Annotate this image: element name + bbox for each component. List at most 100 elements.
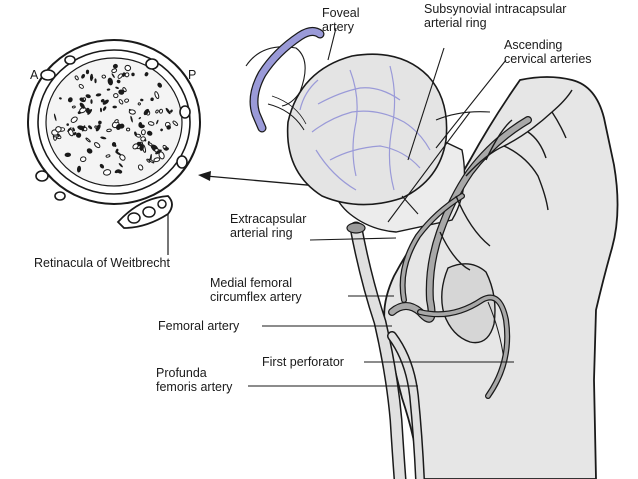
trabecula-mark	[128, 109, 136, 115]
label-femoral-artery: Femoral artery	[158, 319, 240, 333]
trabecula-mark	[100, 99, 105, 103]
trabecula-mark	[52, 134, 60, 138]
trabecula-mark	[76, 165, 82, 173]
trabecula-mark	[67, 127, 72, 132]
trabecula-mark	[172, 120, 179, 126]
trabecula-mark	[111, 68, 118, 74]
trabecula-mark	[106, 88, 111, 91]
trabecula-mark	[140, 129, 146, 136]
retinacular-vessels	[35, 55, 191, 201]
trabecula-mark	[158, 151, 165, 160]
trabecula-mark	[102, 99, 109, 105]
label-profunda-femoris-artery: Profunda femoris artery	[156, 366, 233, 394]
label-extracapsular-arterial-ring: Extracapsular arterial ring	[230, 212, 307, 240]
trabecula-mark	[166, 125, 171, 130]
trabecula-mark	[154, 91, 160, 100]
trabecula-mark	[77, 125, 85, 131]
trabecula-mark	[111, 73, 115, 78]
trabecula-mark	[124, 98, 130, 103]
trabecula-mark	[153, 157, 161, 163]
trabecula-mark	[131, 72, 135, 77]
femur	[245, 46, 619, 479]
trabecula-mark	[78, 83, 84, 89]
trabecula-mark	[85, 94, 91, 99]
trabecula-mark	[118, 99, 124, 105]
trabecula-mark	[72, 127, 75, 132]
trabecula-mark	[64, 152, 71, 158]
trabecula-mark	[126, 127, 131, 132]
trabecula-mark	[95, 93, 102, 97]
trabecula-mark	[106, 128, 112, 133]
trabecula-mark	[81, 73, 86, 79]
trabecula-mark	[85, 69, 90, 75]
trabecula-mark	[116, 123, 122, 130]
trabecula-mark	[71, 105, 76, 109]
trabecula-mark	[111, 142, 117, 147]
trabecula-mark	[155, 149, 162, 155]
trabecula-mark	[117, 73, 123, 79]
trabecula-mark	[99, 163, 105, 169]
trabecula-mark	[146, 158, 151, 163]
label-subsynovial-intracapsular-ring: Subsynovial intracapsular arterial ring	[424, 2, 567, 30]
trabecula-mark	[122, 87, 127, 93]
trabecula-mark	[148, 158, 155, 164]
trabecula-mark	[80, 156, 87, 163]
trabecula-mark	[102, 106, 107, 111]
trabecula-mark	[94, 142, 101, 149]
label-ascending-cervical-arteries: Ascending cervical arteries	[504, 38, 592, 66]
trabecula-mark	[137, 164, 144, 171]
trabecula-mark	[155, 109, 159, 114]
trabecula-mark	[73, 132, 77, 136]
trabecula-mark	[118, 89, 125, 95]
trabecula-mark	[143, 108, 150, 116]
trabecula-mark	[98, 120, 102, 125]
trabecula-mark	[138, 117, 142, 120]
trabecula-mark	[85, 137, 91, 143]
trabecula-mark	[101, 74, 107, 79]
trabecula-mark	[130, 115, 133, 123]
trabecula-mark	[74, 75, 79, 81]
trabecula-mark	[113, 93, 119, 99]
trabecula-mark	[139, 124, 145, 129]
trabecula-mark	[53, 113, 57, 122]
trabecula-mark	[86, 148, 93, 154]
label-medial-femoral-circumflex-artery: Medial femoral circumflex artery	[210, 276, 302, 304]
leader-lines	[248, 27, 514, 387]
trabecula-mark	[165, 107, 171, 115]
trabecula-mark	[147, 121, 155, 126]
arteries	[346, 116, 532, 479]
trabecula-mark	[112, 105, 117, 109]
ascending-cervical-arteries	[439, 89, 573, 271]
trabecula-mark	[112, 63, 118, 69]
trabecula-mark	[79, 102, 85, 109]
foveal-artery	[249, 26, 325, 133]
label-posterior: P	[188, 68, 197, 82]
retinacula-bundle	[116, 195, 173, 229]
trabecula-mark	[140, 98, 144, 102]
trabecula-mark	[82, 126, 88, 132]
trabecula-mark	[146, 130, 153, 136]
label-retinacula-of-weitbrecht: Retinacula of Weitbrecht	[34, 256, 170, 270]
trabecula-mark	[157, 82, 163, 88]
trabecula-mark	[137, 102, 141, 106]
trabecula-mark	[89, 73, 94, 82]
trabecula-mark	[135, 133, 142, 138]
trabecula-mark	[66, 123, 69, 126]
trabecula-mark	[99, 107, 103, 113]
trabecula-mark	[82, 97, 87, 101]
trabecula-mark	[160, 128, 163, 132]
trabecula-mark	[116, 79, 121, 84]
trabecula-mark	[114, 169, 120, 174]
trabecula-mark	[79, 106, 87, 114]
trabecula-mark	[150, 97, 154, 102]
trabecula-mark	[124, 64, 132, 72]
trabecula-mark	[118, 163, 123, 168]
head-vessels	[299, 65, 431, 191]
trabecula-mark	[94, 78, 97, 84]
trabecula-mark	[114, 119, 119, 124]
label-first-perforator: First perforator	[262, 355, 344, 369]
trabecula-mark	[158, 108, 164, 114]
trabecula-mark	[156, 119, 159, 125]
